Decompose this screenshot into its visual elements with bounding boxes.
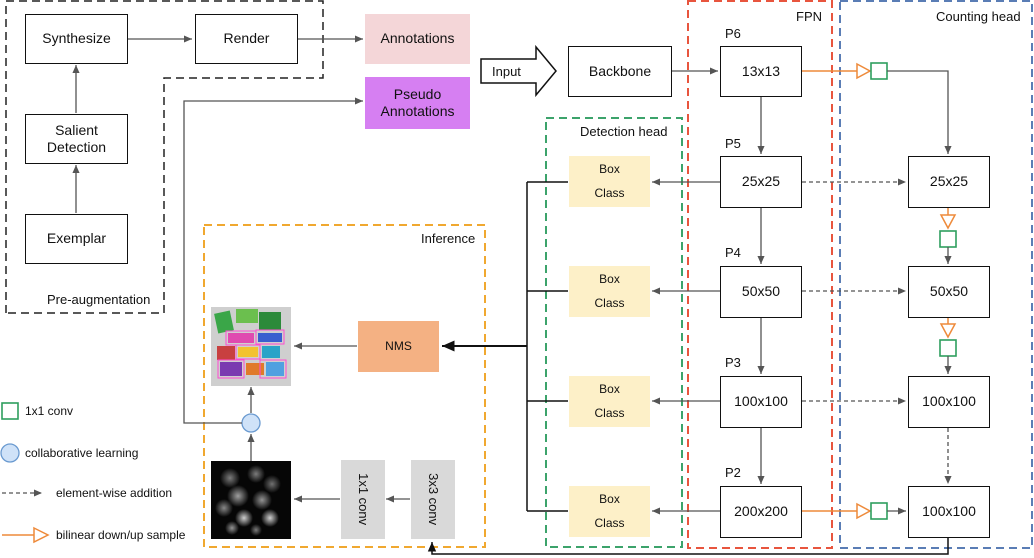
legend-collab-icon: [0, 443, 20, 463]
counting-head-title: Counting head: [936, 9, 1021, 24]
pseudo-annotations-box: Pseudo Annotations: [365, 77, 470, 129]
conv-square-icon: [870, 62, 888, 80]
count-map-box: 50x50: [908, 266, 990, 318]
orange-triangle-icon: [856, 502, 872, 520]
conv1x1-box: 1x1 conv: [341, 460, 385, 539]
annotations-box: Annotations: [365, 14, 470, 64]
nms-box: NMS: [358, 321, 439, 372]
class-label: Class: [594, 516, 625, 530]
render-box: Render: [195, 14, 298, 64]
fpn-level-tag: P4: [725, 245, 741, 260]
legend-conv-icon: [1, 402, 19, 420]
box-label: Box: [599, 382, 620, 396]
class-label: Class: [594, 406, 625, 420]
box-class-block: Box Class: [569, 156, 650, 207]
class-label: Class: [594, 296, 625, 310]
legend-collab-label: collaborative learning: [25, 446, 139, 460]
conv-square-icon: [939, 339, 957, 357]
count-map-box: 100x100: [908, 376, 990, 428]
input-label: Input: [492, 64, 521, 79]
inference-title: Inference: [421, 231, 476, 246]
count-map-box: 25x25: [908, 156, 990, 208]
collaborative-learning-node: [241, 413, 261, 433]
pre-augmentation-title: Pre-augmentation: [47, 292, 151, 307]
orange-triangle-icon: [856, 62, 872, 80]
counting-head-region: [839, 0, 1033, 549]
input-arrow: [480, 44, 557, 98]
fpn-title: FPN: [796, 9, 822, 24]
detection-head-title: Detection head: [580, 124, 668, 139]
fpn-p6-box: 13x13: [720, 46, 802, 97]
conv-square-icon: [870, 502, 888, 520]
fpn-p3-box: 100x100: [720, 376, 802, 428]
density-map-image: [211, 461, 291, 539]
box-label: Box: [599, 162, 620, 176]
fpn-p5-box: 25x25: [720, 156, 802, 208]
synthesize-box: Synthesize: [25, 14, 128, 64]
box-class-block: Box Class: [569, 376, 650, 427]
orange-triangle-icon: [939, 323, 957, 339]
conv3x3-box: 3x3 conv: [411, 460, 455, 539]
fpn-p4-box: 50x50: [720, 266, 802, 318]
box-label: Box: [599, 492, 620, 506]
fpn-level-tag: P3: [725, 355, 741, 370]
fpn-level-tag: P2: [725, 465, 741, 480]
count-map-box: 100x100: [908, 486, 990, 538]
legend-conv-label: 1x1 conv: [25, 404, 74, 418]
conv3x3-label: 3x3 conv: [426, 473, 442, 526]
legend-bilinear-icon: [33, 526, 50, 544]
fpn-region: [687, 0, 833, 549]
class-label: Class: [594, 186, 625, 200]
detection-head-region: [545, 117, 683, 548]
salient-detection-box: Salient Detection: [25, 114, 128, 164]
fpn-level-tag: P6: [725, 26, 741, 41]
fpn-p2-box: 200x200: [720, 486, 802, 538]
pre-augmentation-region: [5, 0, 324, 314]
box-class-block: Box Class: [569, 486, 650, 537]
legend-bilinear-label: bilinear down/up sample: [56, 528, 186, 542]
legend-add-label: element-wise addition: [56, 486, 173, 500]
exemplar-box: Exemplar: [25, 214, 128, 264]
conv1x1-label: 1x1 conv: [356, 473, 372, 526]
box-class-block: Box Class: [569, 266, 650, 317]
inference-region: [203, 224, 486, 548]
box-label: Box: [599, 272, 620, 286]
fpn-level-tag: P5: [725, 136, 741, 151]
backbone-box: Backbone: [568, 46, 672, 97]
conv-square-icon: [939, 230, 957, 248]
orange-triangle-icon: [939, 214, 957, 230]
detection-result-image: [211, 307, 291, 386]
